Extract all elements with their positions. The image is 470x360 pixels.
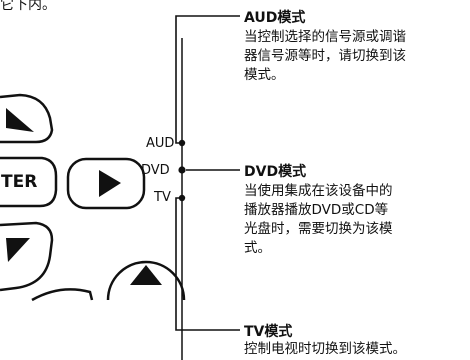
aud-mode-description: 当控制选择的信号源或调谐 器信号源等时，请切换到该 模式。	[244, 29, 406, 83]
aud-callout-line	[175, 15, 240, 144]
right-button	[66, 157, 146, 210]
lower-round-button	[31, 288, 94, 302]
down-button	[0, 221, 54, 292]
right-arrow-icon	[99, 170, 121, 197]
up-arrow-icon	[6, 108, 34, 132]
selector-label-tv: TV	[154, 190, 171, 205]
dvd-mode-heading: DVD模式	[244, 164, 307, 180]
tv-mode-description: 控制电视时切换到该模式。	[244, 341, 406, 357]
tv-mode-heading: TV模式	[244, 324, 293, 340]
center-button-label: TER	[1, 172, 38, 192]
dvd-mode-description: 当使用集成在该设备中的 播放器播放DVD或CD等 光盘时，需要切换为该模 式。	[244, 183, 393, 256]
center-button	[0, 156, 58, 208]
circle-up-button	[106, 260, 186, 301]
selector-label-aud: AUD	[146, 136, 175, 151]
tv-callout-line	[175, 197, 240, 331]
circle-up-arrow-icon	[130, 265, 162, 285]
top-text-fragment: 它下内。	[0, 0, 56, 13]
up-button	[0, 93, 54, 144]
down-arrow-icon	[6, 238, 30, 262]
selector-label-dvd: DVD	[141, 163, 170, 178]
aud-mode-heading: AUD模式	[244, 10, 306, 26]
